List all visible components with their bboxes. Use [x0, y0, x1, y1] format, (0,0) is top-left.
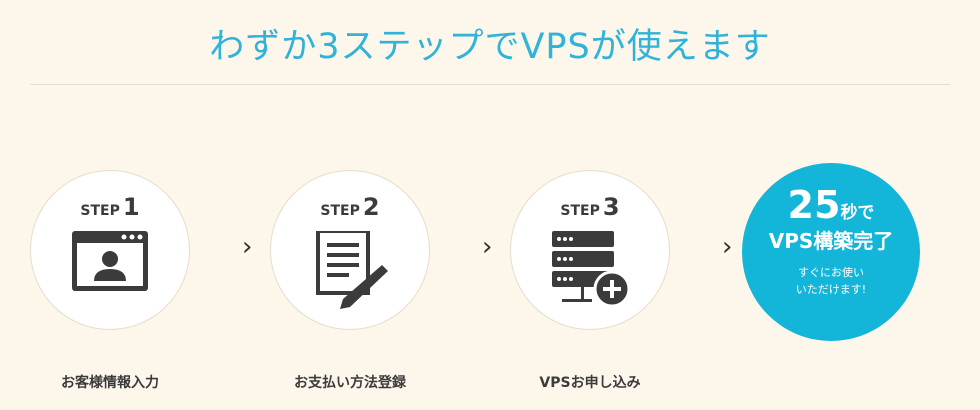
- user-window-icon: [72, 231, 148, 291]
- seconds-unit: 秒で: [840, 203, 875, 223]
- server-add-icon: [552, 231, 630, 307]
- divider: [30, 84, 950, 85]
- chevron-right-icon: ›: [722, 232, 733, 262]
- step-2-label: お支払い方法登録: [294, 375, 406, 391]
- step-word: STEP: [560, 203, 600, 219]
- result-headline: VPS構築完了: [768, 229, 894, 253]
- page-title: わずか3ステップでVPSが使えます: [209, 27, 771, 67]
- step-1-label: お客様情報入力: [61, 375, 159, 391]
- result-sub-2: いただけます!: [795, 283, 867, 296]
- document-pen-icon: [316, 231, 388, 309]
- step-number: 2: [362, 193, 380, 221]
- step-word: STEP: [320, 203, 360, 219]
- step-number: 1: [122, 193, 140, 221]
- result-circle: 25秒で VPS構築完了 すぐにお使いいただけます!: [742, 163, 920, 341]
- step-word: STEP: [80, 203, 120, 219]
- step-3-label: VPSお申し込み: [539, 375, 641, 391]
- chevron-right-icon: ›: [482, 232, 493, 262]
- result-sub-1: すぐにお使い: [798, 266, 864, 279]
- chevron-right-icon: ›: [242, 232, 253, 262]
- seconds-value: 25: [787, 183, 841, 227]
- step-number: 3: [602, 193, 620, 221]
